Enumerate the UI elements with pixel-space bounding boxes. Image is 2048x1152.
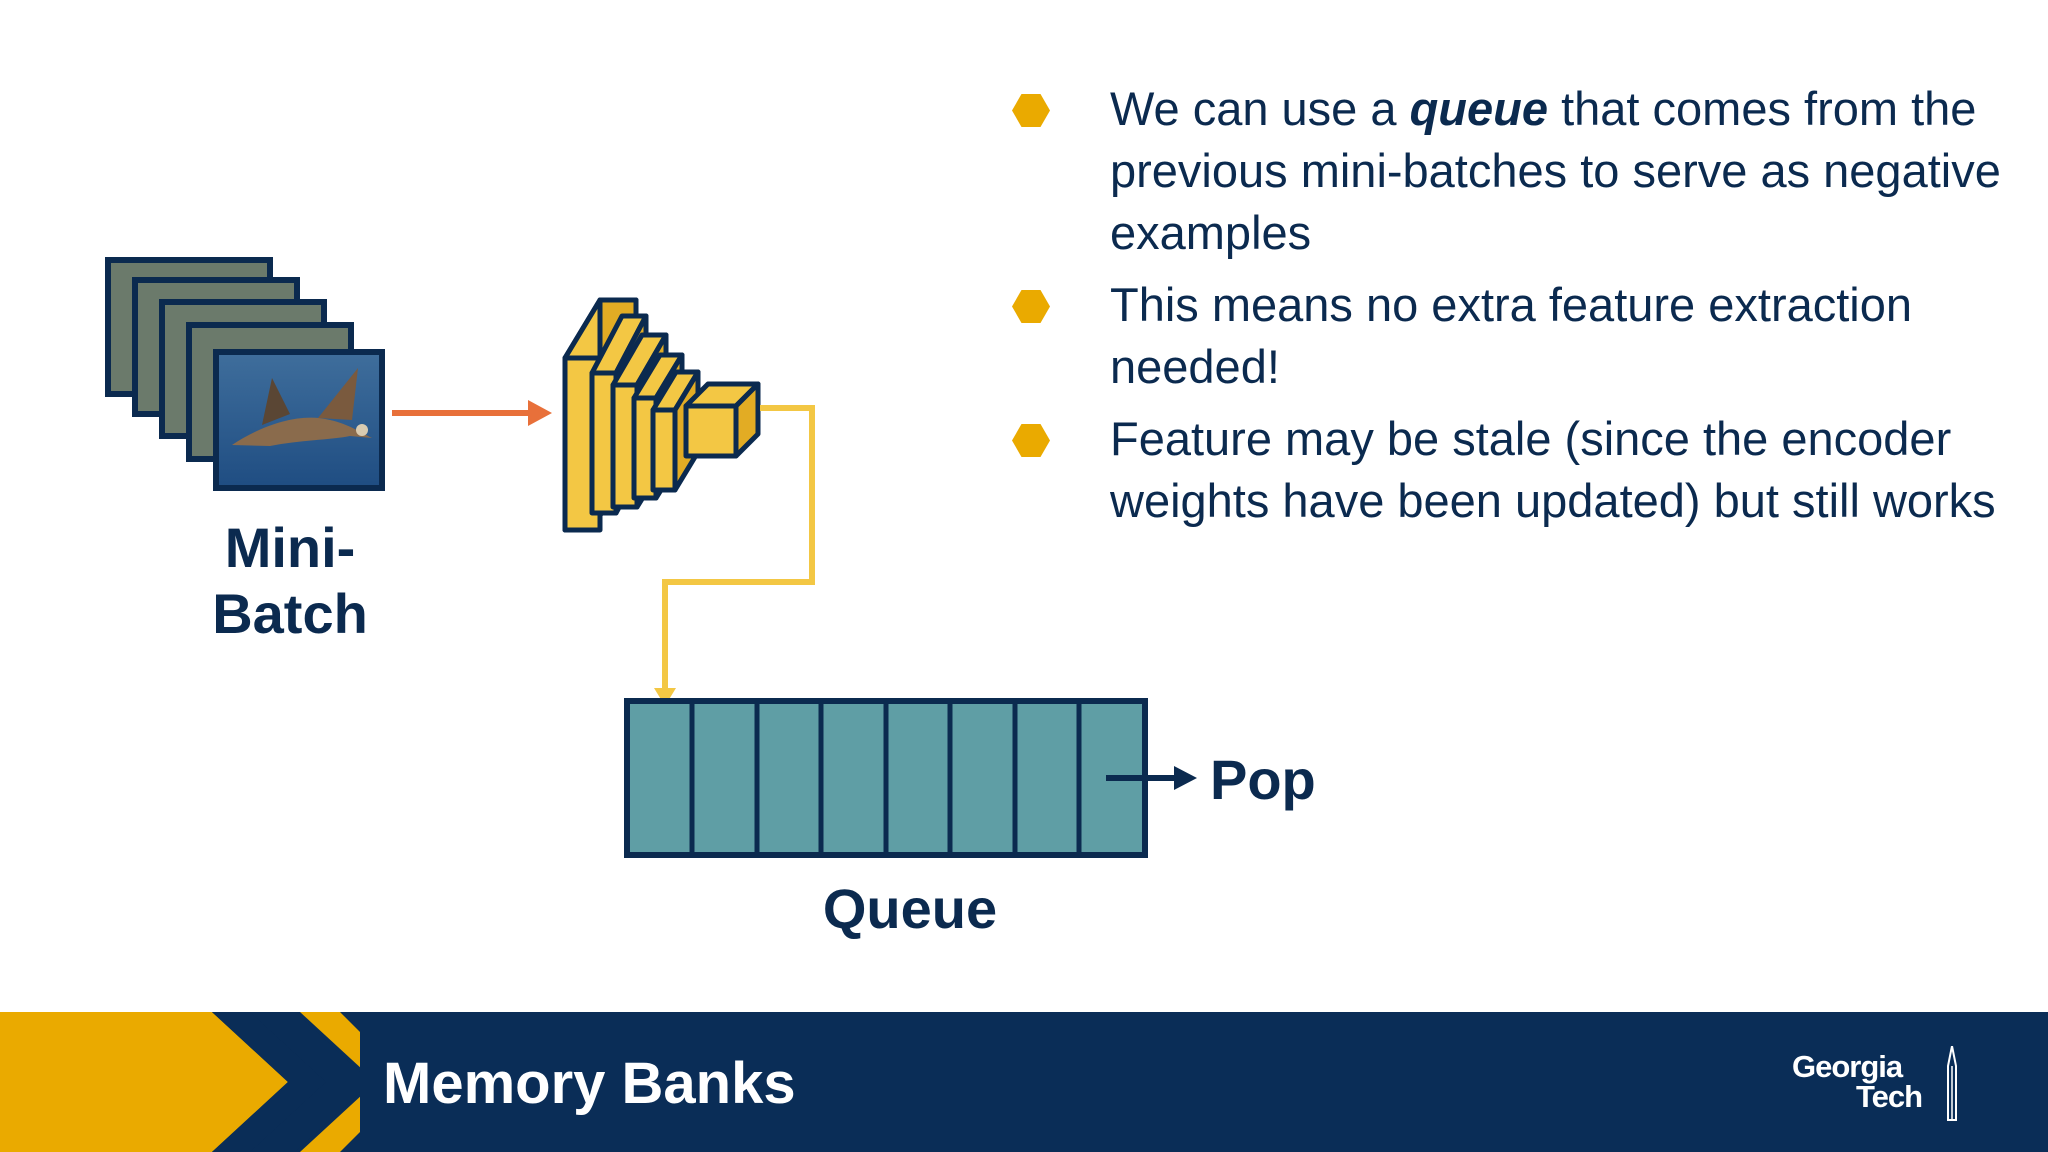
pop-label: Pop — [1210, 748, 1316, 811]
georgia-tech-logo: Georgia Tech — [1790, 1046, 1970, 1125]
minibatch-stack — [105, 257, 385, 491]
bullet-item: Feature may be stale (since the encoder … — [1000, 408, 2010, 532]
bullet-text: We can use a — [1110, 82, 1410, 135]
bullet-text-cont: that comes from the previous mini-batche… — [1110, 82, 2001, 259]
pop-arrow — [1106, 766, 1197, 790]
encoder-network — [562, 297, 761, 533]
queue — [624, 698, 1148, 858]
queue-label: Queue — [822, 877, 998, 940]
bullet-emphasis: queue — [1409, 82, 1549, 135]
footer-bar — [0, 1012, 2048, 1152]
tower-icon — [1947, 1046, 1957, 1121]
pelican-image — [213, 349, 385, 491]
logo-line1: Georgia — [1792, 1049, 1903, 1084]
feature-to-queue-arrow — [654, 405, 815, 706]
bullet-item: We can use a queue that comes from the p… — [1000, 78, 2010, 264]
bullet-text: This means no extra feature extraction n… — [1110, 278, 1913, 393]
slide-title: Memory Banks — [383, 1051, 796, 1116]
bullet-list: We can use a queue that comes from the p… — [1000, 78, 2010, 542]
logo-line2: Tech — [1856, 1079, 1923, 1114]
input-arrow — [392, 400, 552, 426]
minibatch-label-line1: Mini- — [224, 516, 356, 579]
bullet-item: This means no extra feature extraction n… — [1000, 274, 2010, 398]
minibatch-label-line2: Batch — [212, 582, 368, 645]
chevron-decoration-icon — [0, 1012, 360, 1152]
minibatch-label: Mini- Batch — [170, 515, 410, 647]
bullet-text: Feature may be stale (since the encoder … — [1110, 412, 1996, 527]
memory-bank-diagram — [105, 257, 1197, 858]
